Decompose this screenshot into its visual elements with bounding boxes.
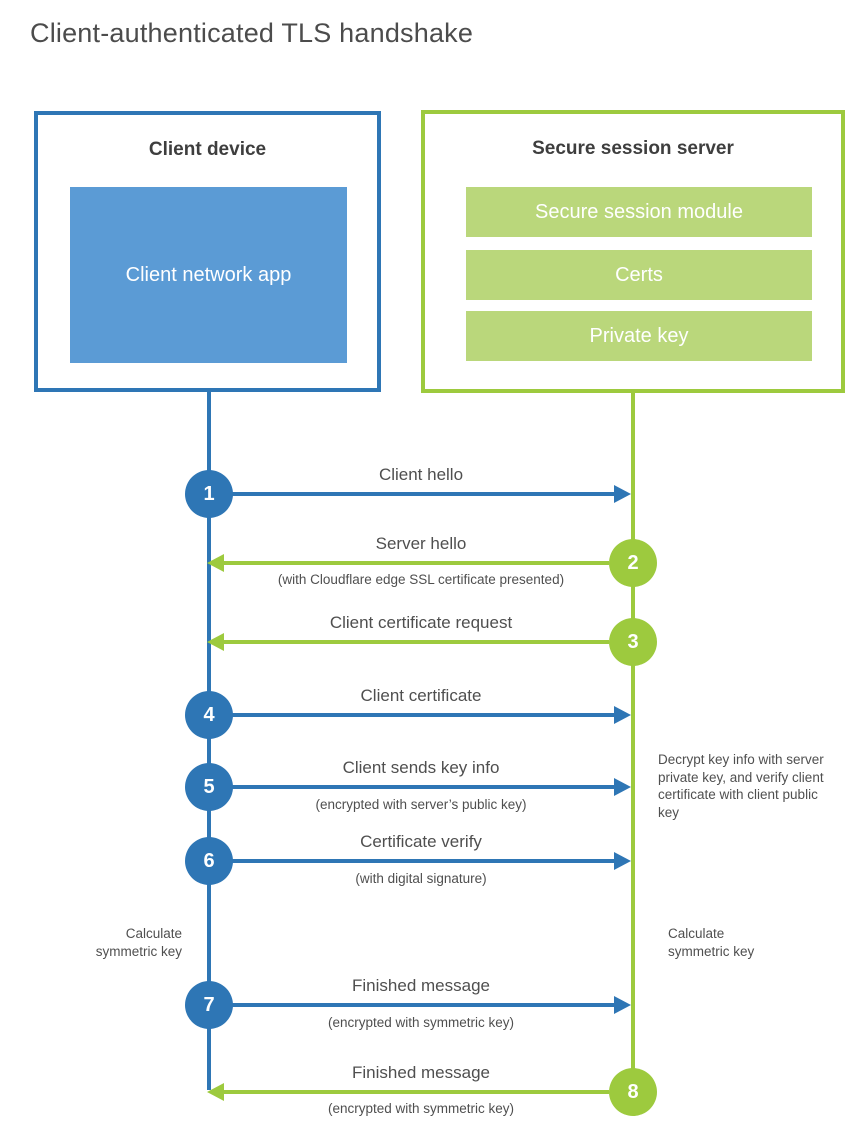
step-7-number-badge: 7 <box>185 981 233 1029</box>
step-6-sublabel: (with digital signature) <box>355 871 487 886</box>
step-5-number-badge: 5 <box>185 763 233 811</box>
arrow-left-icon <box>207 1083 224 1101</box>
client-lifeline <box>207 392 211 1090</box>
private-key-bar: Private key <box>466 311 812 361</box>
step-8-sublabel: (encrypted with symmetric key) <box>327 1101 515 1116</box>
step-4-label: Client certificate <box>360 686 482 705</box>
server-calculate-symmetric-key-note: Calculate symmetric key <box>668 926 755 959</box>
step-1-number-badge: 1 <box>185 470 233 518</box>
step-7-sublabel: (encrypted with symmetric key) <box>327 1015 515 1030</box>
client-calculate-symmetric-key-note: Calculate symmetric key <box>95 926 182 959</box>
step-3-number-badge: 3 <box>609 618 657 666</box>
step-1-label: Client hello <box>378 465 464 484</box>
step-8-number-badge: 8 <box>609 1068 657 1116</box>
certs-bar: Certs <box>466 250 812 300</box>
arrow-right-icon <box>614 485 631 503</box>
step-8-label: Finished message <box>352 1063 490 1082</box>
arrow-left-icon <box>207 554 224 572</box>
step-5-sublabel: (encrypted with server’s public key) <box>315 797 527 812</box>
step-3-arrow-shaft <box>224 640 609 644</box>
step-4-number-badge: 4 <box>185 691 233 739</box>
step-7-label: Finished message <box>352 976 490 995</box>
server-decrypt-note: Decrypt key info with server private key… <box>658 752 824 820</box>
step-6-number-badge: 6 <box>185 837 233 885</box>
arrow-right-icon <box>614 852 631 870</box>
step-2-number-badge: 2 <box>609 539 657 587</box>
step-8-arrow-shaft <box>224 1090 609 1094</box>
client-device-title: Client device <box>148 139 267 160</box>
secure-session-module-bar: Secure session module <box>466 187 812 237</box>
page-title: Client-authenticated TLS handshake <box>30 18 474 48</box>
secure-session-server-title: Secure session server <box>532 138 734 159</box>
server-lifeline <box>631 393 635 1092</box>
step-5-arrow-shaft <box>230 785 615 789</box>
step-3-label: Client certificate request <box>329 613 513 632</box>
step-7-arrow-shaft <box>230 1003 615 1007</box>
arrow-right-icon <box>614 996 631 1014</box>
step-6-label: Certificate verify <box>360 832 482 851</box>
arrow-right-icon <box>614 778 631 796</box>
step-6-arrow-shaft <box>230 859 615 863</box>
step-2-arrow-shaft <box>224 561 609 565</box>
step-2-sublabel: (with Cloudflare edge SSL certificate pr… <box>277 572 565 587</box>
arrow-left-icon <box>207 633 224 651</box>
client-network-app-label: Client network app <box>125 264 292 286</box>
arrow-right-icon <box>614 706 631 724</box>
step-4-arrow-shaft <box>230 713 615 717</box>
step-5-label: Client sends key info <box>342 758 500 777</box>
step-2-label: Server hello <box>375 534 467 553</box>
step-1-arrow-shaft <box>230 492 615 496</box>
client-network-app-box: Client network app <box>70 187 347 363</box>
